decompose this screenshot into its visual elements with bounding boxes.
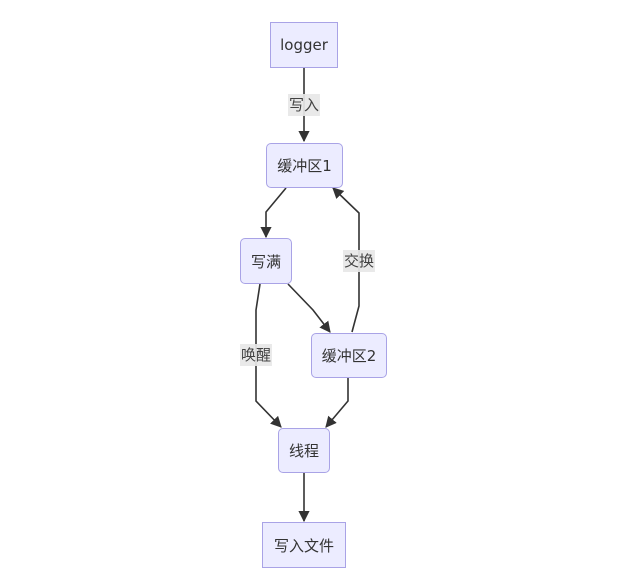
edge-full-to-buffer2 bbox=[287, 283, 331, 333]
edge-label-swap: 交换 bbox=[342, 250, 376, 272]
node-thread-label: 线程 bbox=[288, 442, 319, 460]
node-buffer1-label: 缓冲区1 bbox=[277, 157, 332, 175]
node-logger: logger bbox=[270, 22, 338, 68]
node-full-label: 写满 bbox=[250, 252, 281, 271]
node-logger-label: logger bbox=[280, 36, 328, 54]
node-full: 写满 bbox=[240, 238, 292, 284]
node-thread: 线程 bbox=[278, 428, 330, 473]
node-write-file-label: 写入文件 bbox=[273, 536, 334, 555]
node-buffer1: 缓冲区1 bbox=[266, 143, 343, 188]
node-write-file: 写入文件 bbox=[262, 522, 346, 568]
edge-label-write: 写入 bbox=[287, 94, 321, 116]
edge-label-wake: 唤醒 bbox=[239, 344, 273, 366]
node-buffer2: 缓冲区2 bbox=[311, 333, 387, 378]
edge-buffer2-to-thread bbox=[325, 378, 349, 428]
node-buffer2-label: 缓冲区2 bbox=[321, 347, 377, 365]
edge-buffer1-to-full bbox=[260, 187, 287, 239]
